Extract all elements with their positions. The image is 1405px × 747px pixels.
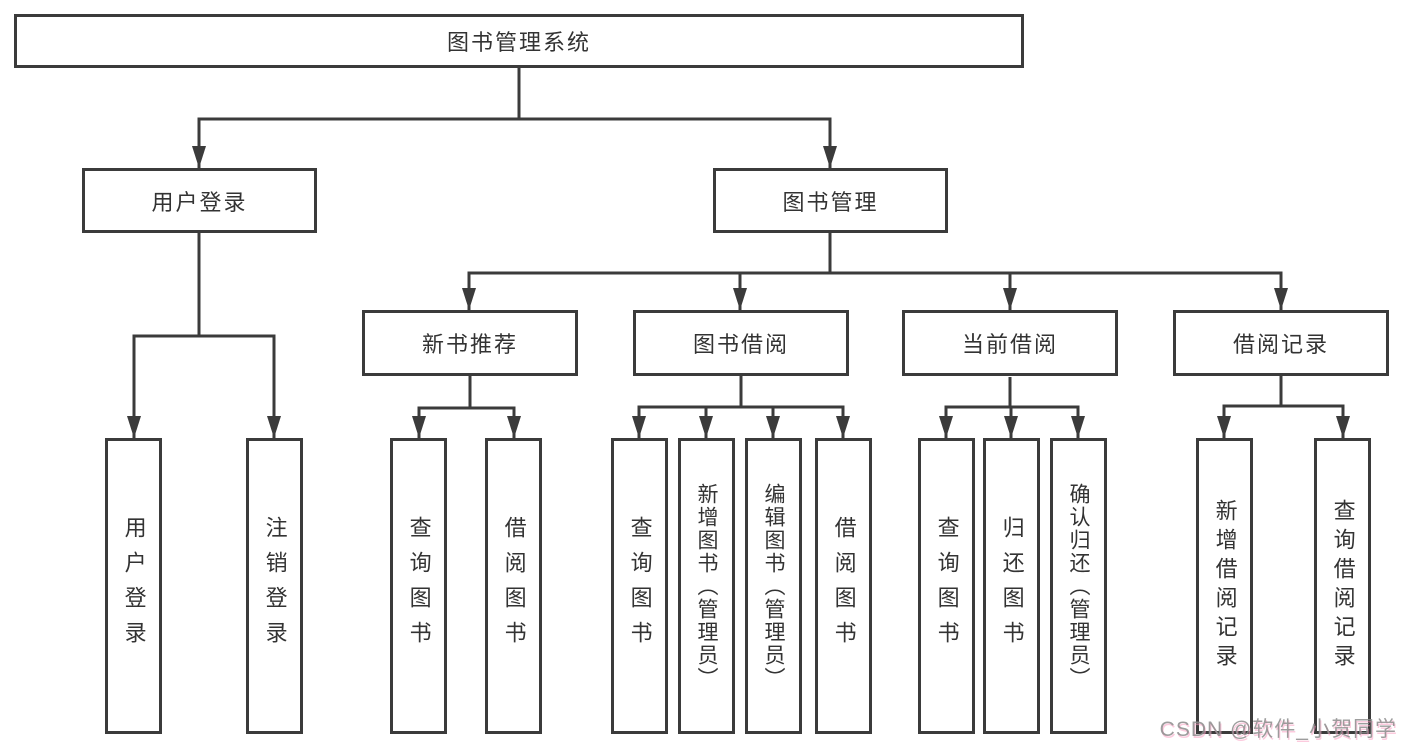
leaf-query-book-current: 查询图书 bbox=[918, 438, 975, 734]
connector-borrow-to-leaves bbox=[637, 376, 845, 438]
leaf-user-login: 用户登录 bbox=[105, 438, 162, 734]
node-root-system: 图书管理系统 bbox=[14, 14, 1024, 68]
leaf-return-book: 归还图书 bbox=[983, 438, 1040, 734]
leaf-borrow-book-recommend: 借阅图书 bbox=[485, 438, 542, 734]
node-label: 当前借阅 bbox=[961, 332, 1058, 357]
leaf-label: 查询图书 bbox=[627, 516, 653, 656]
arrow-icon bbox=[1004, 416, 1018, 438]
arrow-icon bbox=[267, 416, 281, 438]
leaf-edit-book-admin: 编辑图书（管理员） bbox=[745, 438, 802, 734]
arrow-icon bbox=[733, 288, 747, 310]
arrow-icon bbox=[939, 416, 953, 438]
arrow-icon bbox=[1003, 288, 1017, 310]
node-current-borrowing: 当前借阅 bbox=[902, 310, 1118, 376]
leaf-label: 借阅图书 bbox=[501, 516, 527, 656]
arrow-icon bbox=[1336, 416, 1350, 438]
node-label: 新书推荐 bbox=[421, 332, 518, 357]
leaf-label: 查询图书 bbox=[406, 516, 432, 656]
node-label: 借阅记录 bbox=[1232, 332, 1329, 357]
leaf-label: 查询借阅记录 bbox=[1330, 499, 1356, 673]
csdn-watermark: CSDN @软件_小贺同学 bbox=[1159, 718, 1397, 741]
connector-root-to-level2 bbox=[197, 68, 832, 168]
arrow-icon bbox=[1071, 416, 1085, 438]
arrow-icon bbox=[766, 416, 780, 438]
leaf-label: 查询图书 bbox=[934, 516, 960, 656]
leaf-add-borrow-record: 新增借阅记录 bbox=[1196, 438, 1253, 734]
arrow-icon bbox=[699, 416, 713, 438]
leaf-label: 借阅图书 bbox=[831, 516, 857, 656]
connector-bookmgmt-to-level3 bbox=[467, 233, 1283, 310]
node-new-book-recommend: 新书推荐 bbox=[362, 310, 578, 376]
arrow-icon bbox=[823, 146, 837, 168]
leaf-label: 新增借阅记录 bbox=[1212, 499, 1238, 673]
arrow-icon bbox=[1217, 416, 1231, 438]
connector-userlogin-to-leaves bbox=[132, 233, 276, 438]
leaf-logout: 注销登录 bbox=[246, 438, 303, 734]
connector-records-to-leaves bbox=[1222, 376, 1345, 438]
node-label: 图书借阅 bbox=[692, 332, 789, 357]
node-label: 用户登录 bbox=[151, 189, 248, 215]
node-label: 图书管理系统 bbox=[446, 30, 591, 55]
arrow-icon bbox=[462, 288, 476, 310]
leaf-label: 确认归还（管理员） bbox=[1067, 482, 1091, 690]
arrow-icon bbox=[412, 416, 426, 438]
arrow-icon bbox=[192, 146, 206, 168]
leaf-query-borrow-record: 查询借阅记录 bbox=[1314, 438, 1371, 734]
leaf-query-book-borrowing: 查询图书 bbox=[611, 438, 668, 734]
leaf-confirm-return-admin: 确认归还（管理员） bbox=[1050, 438, 1107, 734]
leaf-borrow-book: 借阅图书 bbox=[815, 438, 872, 734]
node-book-management: 图书管理 bbox=[713, 168, 948, 233]
arrow-icon bbox=[632, 416, 646, 438]
leaf-label: 新增图书（管理员） bbox=[695, 482, 719, 690]
arrow-icon bbox=[1274, 288, 1288, 310]
leaf-label: 注销登录 bbox=[262, 516, 288, 656]
leaf-label: 用户登录 bbox=[121, 516, 147, 656]
leaf-query-book-recommend: 查询图书 bbox=[390, 438, 447, 734]
leaf-add-book-admin: 新增图书（管理员） bbox=[678, 438, 735, 734]
arrowheads bbox=[127, 146, 1350, 438]
node-book-borrowing: 图书借阅 bbox=[633, 310, 849, 376]
node-user-login: 用户登录 bbox=[82, 168, 317, 233]
node-label: 图书管理 bbox=[782, 189, 879, 215]
connector-newbook-to-leaves bbox=[417, 376, 516, 438]
leaf-label: 编辑图书（管理员） bbox=[762, 482, 786, 690]
leaf-label: 归还图书 bbox=[999, 516, 1025, 656]
node-borrowing-records: 借阅记录 bbox=[1173, 310, 1389, 376]
arrow-icon bbox=[836, 416, 850, 438]
arrow-icon bbox=[507, 416, 521, 438]
arrow-icon bbox=[127, 416, 141, 438]
